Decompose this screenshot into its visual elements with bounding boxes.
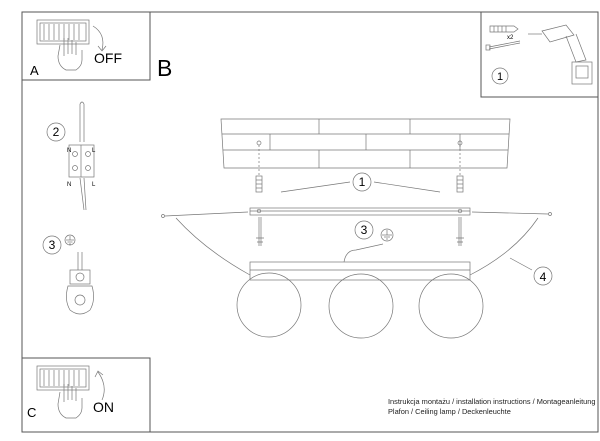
neutral-label: N [67,148,71,154]
lamp-canopy [249,261,471,281]
live-label: L [92,148,96,154]
parts-quantity: x2 [507,35,514,41]
drill-step-number: 1 [497,71,503,83]
globe-shade-right [418,273,484,339]
ground-icon [64,234,76,246]
wall-plug-left [255,175,263,193]
cable-step-number: 4 [540,270,547,284]
breaker-icon [36,19,90,45]
neutral-label-lower: N [67,182,71,188]
panel-c: C ON [22,357,151,432]
ground-step-number: 3 [49,238,56,252]
wall-plug-icon [489,25,519,33]
panel-c-action: ON [93,399,114,415]
arrow-down-icon [92,25,107,52]
hand-icon [57,38,83,71]
hand-icon [57,384,83,419]
panel-b-letter: B [157,55,172,81]
screw-icon [485,40,521,51]
ceiling-section [220,118,511,175]
ground-main-step-number: 3 [361,223,368,237]
panel-a-action: OFF [94,50,122,66]
sheet-frame [21,11,599,433]
suspension-cables [161,211,552,276]
terminal-block-icon [68,144,95,178]
panel-a-letter: A [30,63,39,78]
mount-step-number: 1 [359,175,366,189]
ceiling-mount-assembly: 1 3 4 [161,118,553,339]
step-1-marker [491,67,509,85]
screw-left [256,217,264,246]
step-4-marker [533,266,553,286]
globe-shade-left [236,272,302,338]
ground-icon-main [380,228,394,242]
screw-right [456,217,464,246]
ground-connection: 3 [42,234,94,315]
mounting-bracket [249,207,471,216]
step-1-marker-main [352,172,372,192]
drill-icon [528,24,593,85]
live-label-lower: L [92,182,96,188]
arrow-up-icon [94,370,105,401]
wall-plug-right [456,175,464,193]
footer-product-type: Plafon / Ceiling lamp / Deckenleuchte [388,407,511,416]
panel-a: A OFF [22,11,151,81]
wiring-connector: 2 N L N L [46,101,96,211]
breaker-icon [36,365,90,391]
wiring-step-number: 2 [53,125,60,139]
panel-c-letter: C [27,405,36,420]
step-3-marker-main [354,220,374,240]
footer-caption: Instrukcja montażu / installation instru… [388,397,598,417]
footer-instructions-title: Instrukcja montażu / installation instru… [388,397,596,406]
drill-panel: x2 1 [480,12,598,98]
globe-shade-center [328,273,394,339]
